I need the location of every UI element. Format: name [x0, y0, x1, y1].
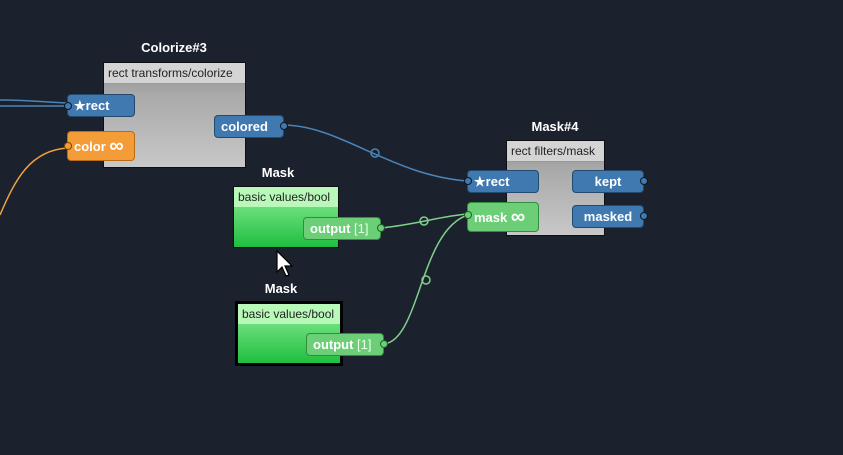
output-port-kept[interactable]: kept	[572, 170, 644, 193]
node-title-bool2: Mask	[264, 281, 298, 296]
star-icon: ★	[74, 98, 86, 113]
wire-colored-to-rect[interactable]	[282, 124, 468, 182]
node-type-bool1: basic values/bool	[234, 187, 338, 207]
infinity-icon: ∞	[109, 135, 124, 157]
port-index: [1]	[357, 337, 372, 352]
output-port-colored[interactable]: colored	[214, 115, 284, 138]
input-socket-color[interactable]	[64, 142, 72, 150]
port-label: masked	[583, 209, 633, 224]
wire-color-in[interactable]	[0, 147, 69, 216]
output-port-masked[interactable]: masked	[572, 205, 644, 228]
wire-midpoint[interactable]	[419, 216, 429, 226]
output-port-bool1[interactable]: output [1]	[303, 217, 381, 240]
wire-bool2-to-mask[interactable]	[383, 214, 469, 345]
input-port-rect[interactable]: ★rect	[67, 94, 135, 117]
mouse-cursor-icon	[276, 250, 294, 277]
input-port-mask-rect[interactable]: ★rect	[467, 170, 539, 193]
node-title-bool1: Mask	[261, 165, 295, 180]
node-type-colorize: rect transforms/colorize	[104, 63, 245, 84]
output-socket-bool1[interactable]	[377, 224, 385, 232]
output-socket-colored[interactable]	[280, 122, 288, 130]
port-label: color	[74, 139, 106, 154]
port-label: rect	[485, 174, 510, 189]
wire-bool1-to-mask[interactable]	[380, 213, 469, 229]
output-socket-masked[interactable]	[640, 212, 648, 220]
port-index: [1]	[354, 221, 369, 236]
star-icon: ★	[474, 174, 486, 189]
wire-midpoint[interactable]	[370, 148, 380, 158]
node-title-colorize: Colorize#3	[141, 40, 207, 55]
output-socket-kept[interactable]	[640, 177, 648, 185]
input-socket-mask-rect[interactable]	[464, 177, 472, 185]
wire-midpoint[interactable]	[421, 275, 431, 285]
node-type-bool2: basic values/bool	[238, 304, 340, 324]
port-label: rect	[85, 98, 110, 113]
port-label: output	[310, 221, 351, 236]
input-port-color[interactable]: color ∞	[67, 131, 135, 161]
node-type-mask: rect filters/mask	[507, 141, 604, 162]
output-socket-bool2[interactable]	[380, 340, 388, 348]
node-title-mask: Mask#4	[531, 119, 579, 134]
port-label: output	[313, 337, 354, 352]
input-port-mask[interactable]: mask ∞	[467, 202, 539, 232]
input-socket-rect[interactable]	[64, 102, 72, 110]
port-label: kept	[594, 174, 622, 189]
wire-rect-in-1[interactable]	[0, 99, 69, 104]
port-label: colored	[221, 119, 268, 134]
input-socket-mask[interactable]	[464, 211, 472, 219]
output-port-bool2[interactable]: output [1]	[306, 333, 384, 356]
port-label: mask	[474, 210, 508, 225]
infinity-icon: ∞	[510, 206, 526, 228]
